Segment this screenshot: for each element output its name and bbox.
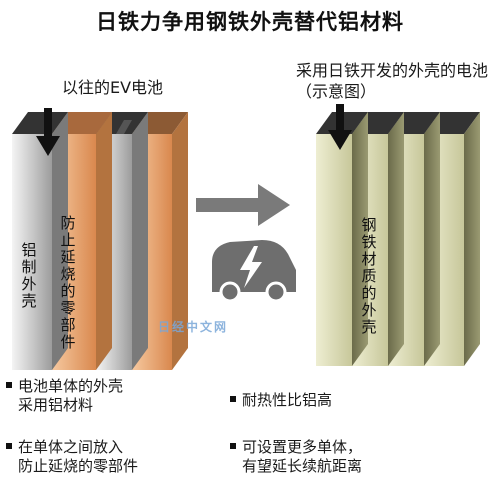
down-arrow-icon: [36, 108, 60, 156]
bullet-aluminum-case: 电池单体的外壳 采用铝材料: [6, 377, 123, 415]
bullet-fire-part: 在单体之间放入 防止延烧的零部件: [6, 438, 138, 476]
left-caption: 以往的EV电池: [62, 78, 164, 97]
bullet-icon: [230, 396, 236, 402]
page-title: 日铁力争用钢铁外壳替代铝材料: [96, 10, 404, 34]
aluminum-case-label: 铝制外壳: [21, 241, 37, 310]
right-cell-stack: [316, 104, 480, 366]
bullet-more-cells: 可设置更多单体， 有望延长续航距离: [230, 438, 362, 476]
watermark: 日经中文网: [158, 320, 229, 334]
right-arrow-icon: [196, 184, 290, 226]
down-arrow-icon: [328, 104, 352, 150]
aluminum-cell-1: [12, 112, 68, 370]
left-cell-stack: [12, 108, 188, 370]
electric-car-icon: [212, 240, 296, 303]
bullet-heat-resistance: 耐热性比铝高: [230, 391, 332, 410]
bullet-icon: [6, 443, 12, 449]
fire-prevention-part-label: 防止延烧的零部件: [60, 214, 76, 351]
steel-cell-1: [316, 112, 368, 366]
bullet-icon: [6, 382, 12, 388]
steel-case-label: 钢铁材质的外壳: [361, 216, 377, 336]
bullet-icon: [230, 443, 236, 449]
right-caption: 采用日铁开发的外壳的电池（示意图）: [296, 61, 489, 101]
